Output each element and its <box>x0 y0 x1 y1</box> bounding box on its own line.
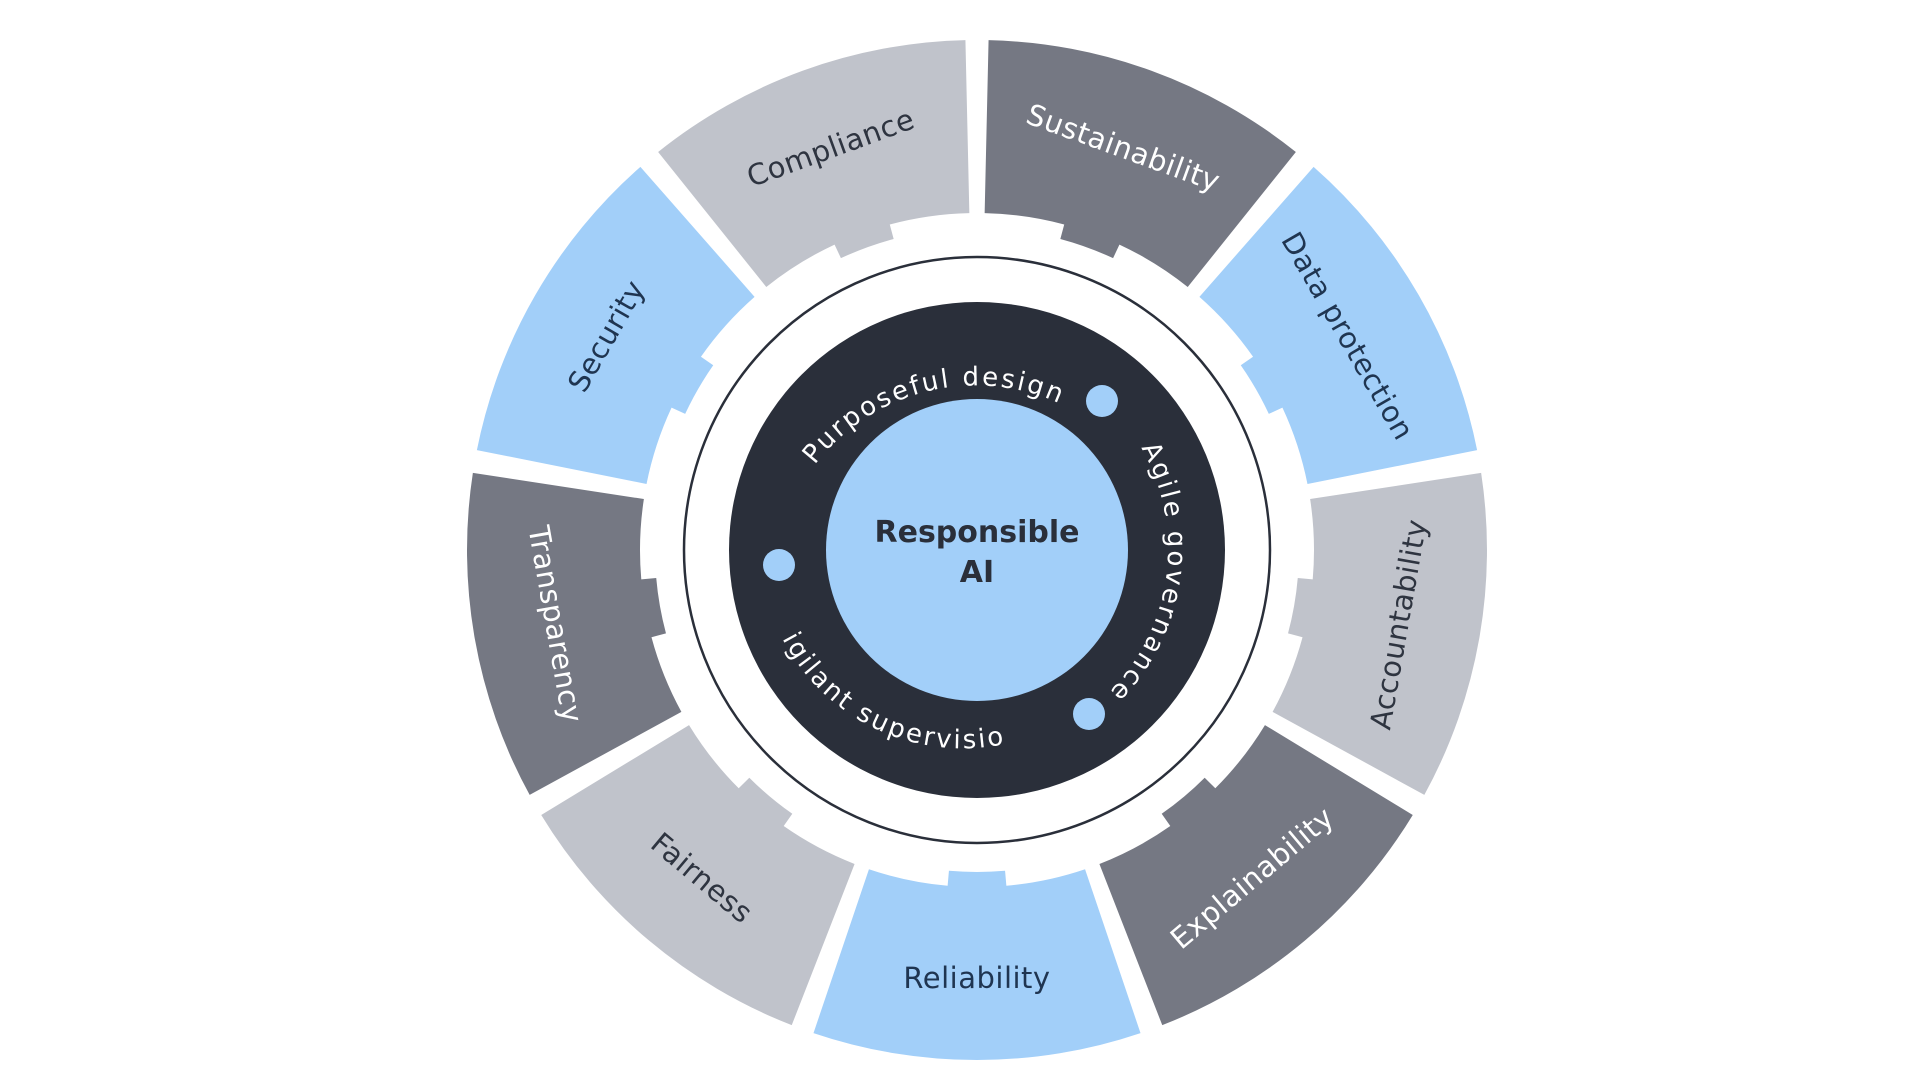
ring-dot <box>763 549 795 581</box>
segment-transparency <box>467 472 682 795</box>
segment-security <box>476 166 755 484</box>
segment-reliability <box>813 869 1141 1061</box>
center-title-line-2: AI <box>960 555 994 590</box>
segment-explainability <box>1099 725 1413 1026</box>
ring-dot <box>1086 385 1118 417</box>
ring-dot <box>1073 698 1105 730</box>
segment-fairness <box>541 725 855 1026</box>
segment-data-protection <box>1199 166 1478 484</box>
segment-compliance <box>658 40 970 287</box>
segment-accountability <box>1272 472 1487 795</box>
segment-sustainability <box>984 40 1296 287</box>
segment-label-reliability: Reliability <box>903 961 1050 995</box>
center-disc <box>826 399 1128 701</box>
center-title-line-1: Responsible <box>875 515 1080 550</box>
separator-ring <box>682 255 1272 845</box>
